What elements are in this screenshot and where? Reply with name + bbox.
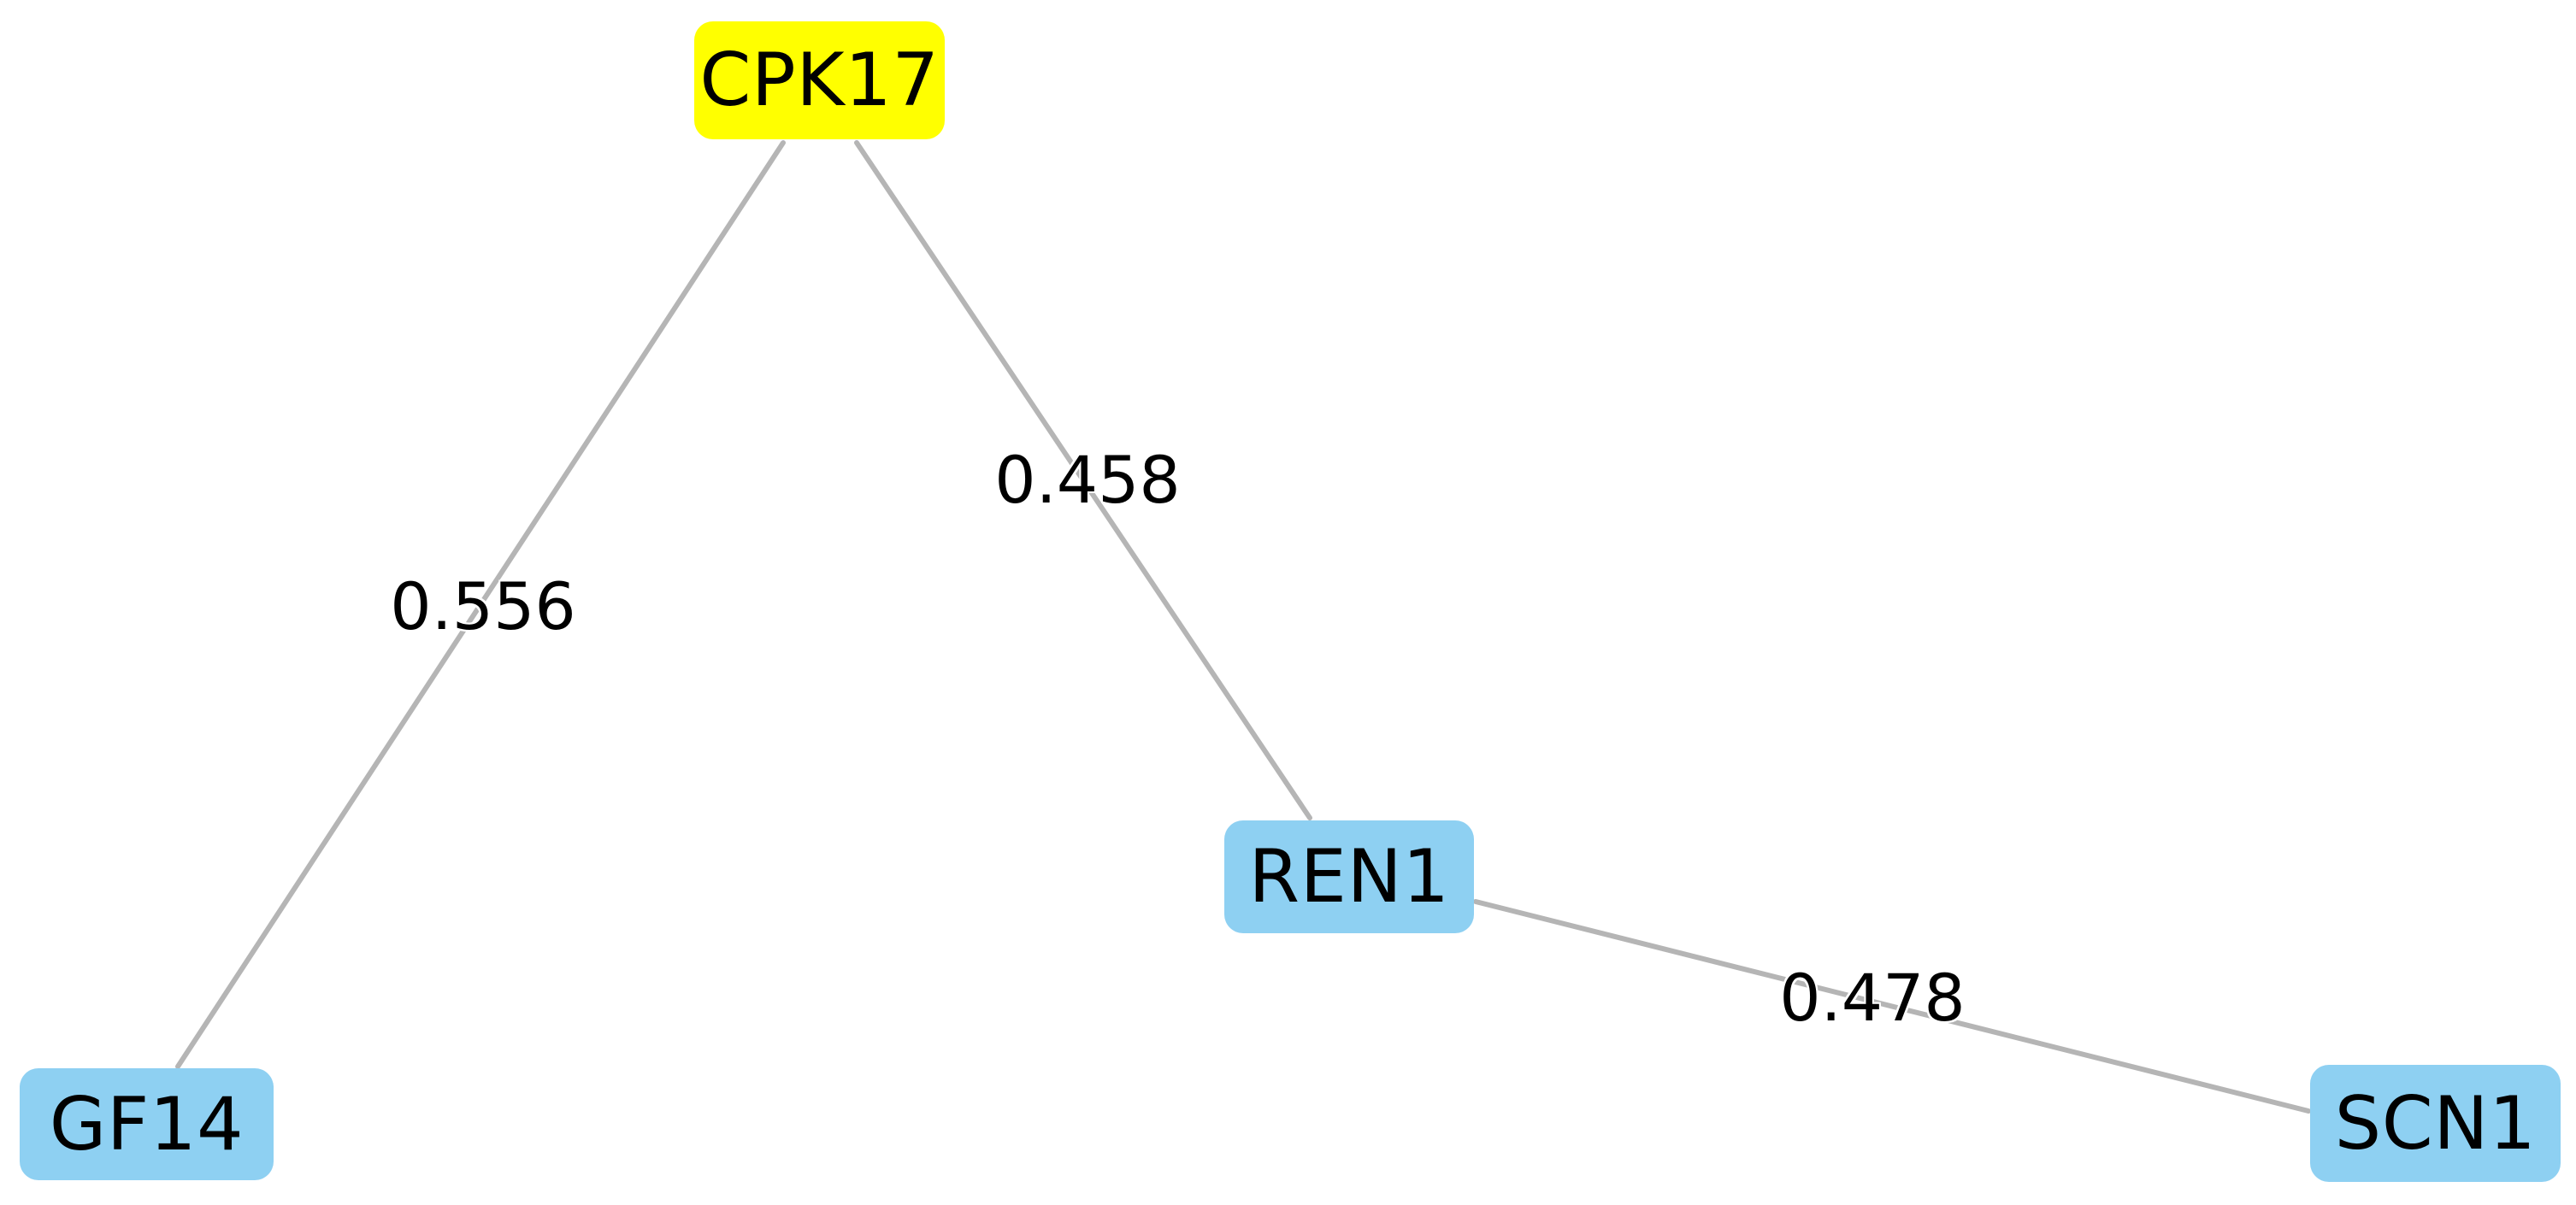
graph-node-label: CPK17 xyxy=(699,38,940,123)
edge-cpk17-ren1[interactable] xyxy=(854,140,1312,820)
edge-weight-cpk17-gf14: 0.556 xyxy=(390,568,576,644)
graph-node-scn1[interactable]: SCN1 xyxy=(2310,1065,2561,1182)
edge-weight-ren1-scn1: 0.478 xyxy=(1779,960,1966,1036)
edge-weight-cpk17-ren1: 0.458 xyxy=(994,442,1181,518)
graph-node-label: SCN1 xyxy=(2334,1080,2537,1167)
graph-node-cpk17[interactable]: CPK17 xyxy=(694,21,945,139)
graph-node-ren1[interactable]: REN1 xyxy=(1224,820,1474,933)
graph-node-label: REN1 xyxy=(1248,834,1450,920)
graph-node-label: GF14 xyxy=(49,1081,245,1167)
edge-cpk17-gf14[interactable] xyxy=(175,140,786,1069)
graph-node-gf14[interactable]: GF14 xyxy=(20,1068,274,1180)
edge-ren1-scn1[interactable] xyxy=(1473,899,2311,1114)
